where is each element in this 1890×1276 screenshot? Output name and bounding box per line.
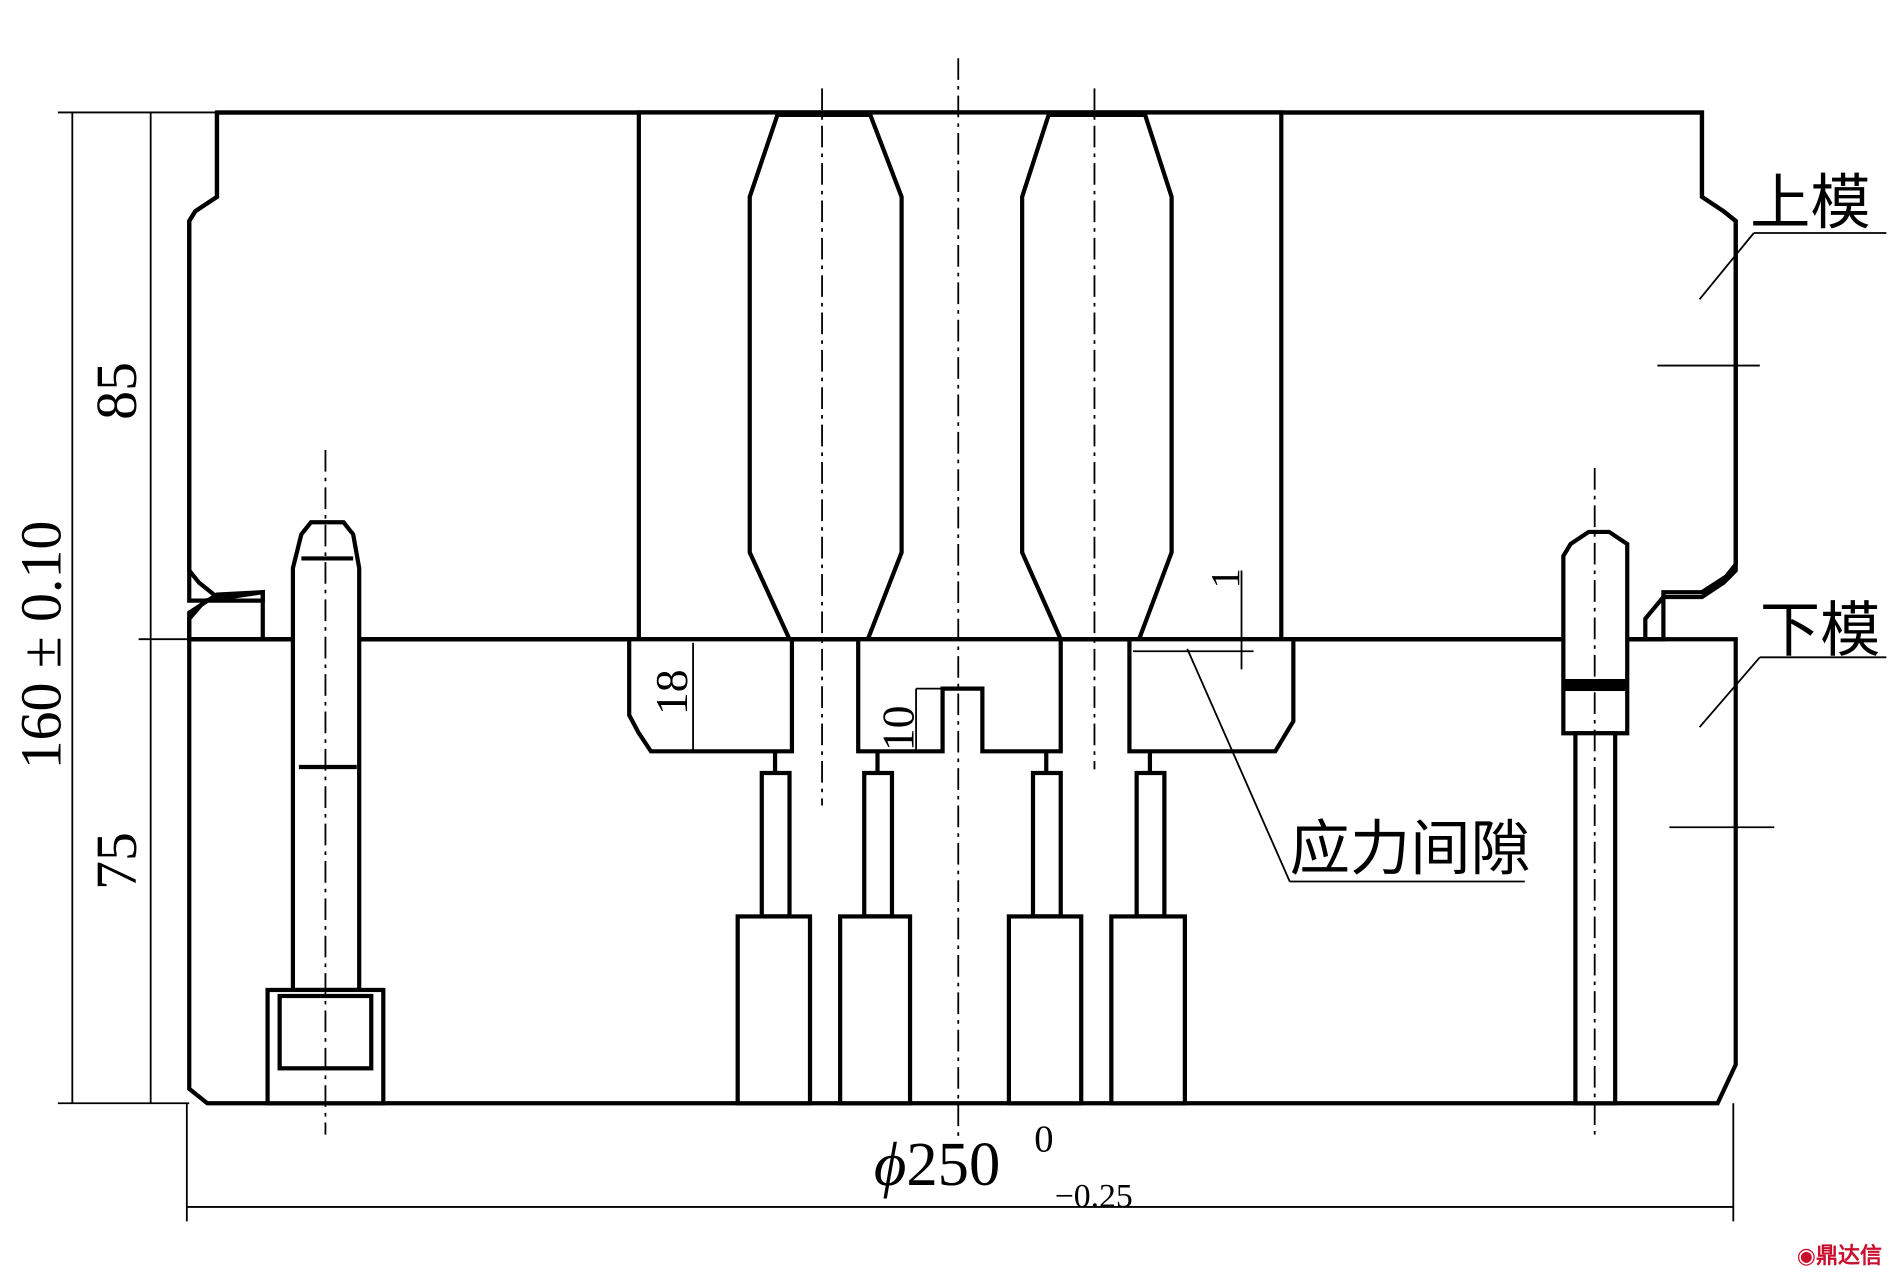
screw-left xyxy=(265,449,386,1135)
upper-cavity xyxy=(636,110,1284,642)
label-upper-die: 上模 xyxy=(1750,170,1871,237)
dimension-diameter xyxy=(185,1103,1735,1222)
dim-diameter-lower-tol: −0.25 xyxy=(1055,1178,1133,1215)
label-lower-die: 下模 xyxy=(1760,598,1881,665)
label-stress-gap: 应力间隙 xyxy=(1290,816,1531,883)
guide-pin-right xyxy=(1561,468,1630,1135)
dim-step-depth: 10 xyxy=(873,706,924,752)
lower-cavity-center xyxy=(856,637,1063,754)
dim-lower-height: 75 xyxy=(84,832,149,890)
dim-gap: 1 xyxy=(1202,568,1248,588)
dimension-height xyxy=(57,111,217,1105)
lower-cavity-right xyxy=(1127,637,1296,754)
dim-diameter-upper-tol: 0 xyxy=(1034,1118,1053,1160)
lower-die xyxy=(187,637,1738,1106)
ejector-pins xyxy=(735,751,1187,1106)
watermark-logo: ◉鼎达信 xyxy=(1796,1244,1882,1269)
lower-cavity-left xyxy=(627,637,795,754)
watermark-text: 鼎达信 xyxy=(1815,1244,1882,1269)
dim-diameter: ϕ250 xyxy=(874,1129,1000,1199)
dim-upper-height: 85 xyxy=(84,362,149,420)
dim-total-height: 160 ± 0.10 xyxy=(8,521,73,770)
dim-cavity-depth: 18 xyxy=(646,669,697,715)
